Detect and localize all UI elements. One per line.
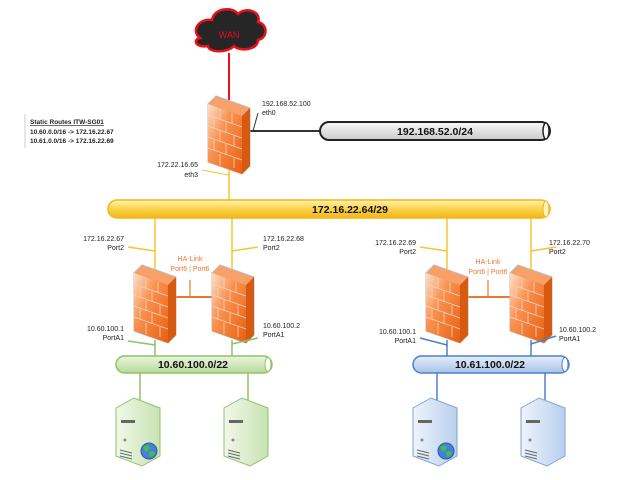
wan-label: WAN xyxy=(219,30,240,40)
wan-cloud-icon: WAN xyxy=(194,7,267,53)
cluster-b-fw1-porta1-ip: 10.60.100.1 xyxy=(379,329,416,336)
cluster-a-fw2-port2: Port2 xyxy=(263,245,280,252)
static-routes-title: Static Routes ITW-SG01 xyxy=(30,119,104,126)
site-b-web-server-icon xyxy=(412,397,458,467)
cluster-a-fw1-port2-ip: 172.16.22.67 xyxy=(83,236,124,243)
site-a-network-pipe: 10.60.100.0/22 xyxy=(115,355,273,374)
core-firewall-icon xyxy=(207,95,251,175)
cluster-b-fw2-port2-ip: 172.16.22.70 xyxy=(549,240,590,247)
eth0-ip: 192.168.52.100 xyxy=(262,101,311,108)
globe-icon xyxy=(437,442,455,460)
external-network-label: 192.168.52.0/24 xyxy=(397,126,473,138)
cluster-b-ha-link xyxy=(465,280,512,298)
eth3-label: eth3 xyxy=(184,172,198,179)
cluster-a-fw1-porta1: PortA1 xyxy=(103,335,125,342)
cluster-a-ha-title: HA-Link xyxy=(178,256,203,263)
cluster-b-fw2-porta1-ip: 10.60.100.2 xyxy=(559,327,596,334)
site-a-network-label: 10.60.100.0/22 xyxy=(158,359,228,371)
cluster-b-firewall-1-icon xyxy=(425,264,469,344)
static-route: 10.61.0.0/16 -> 172.16.22.69 xyxy=(30,138,114,145)
cluster-b-fw2-porta1: PortA1 xyxy=(559,336,581,343)
site-b-server-icon xyxy=(520,397,566,467)
cluster-a-fw2-porta1: PortA1 xyxy=(263,332,285,339)
cluster-b-fw2-port2: Port2 xyxy=(549,249,566,256)
cluster-b-firewall-2-icon xyxy=(509,264,553,344)
cluster-b-fw1-porta1: PortA1 xyxy=(395,338,417,345)
cluster-a-fw1-port2: Port2 xyxy=(107,245,124,252)
site-b-network-pipe: 10.61.100.0/22 xyxy=(412,355,570,374)
cluster-a-fw2-porta1-ip: 10.60.100.2 xyxy=(263,323,300,330)
eth3-ip: 172.22.16.65 xyxy=(157,162,198,169)
cluster-a-firewall-2-icon xyxy=(211,264,255,344)
cluster-a-fw2-port2-ip: 172.16.22.68 xyxy=(263,236,304,243)
cluster-a-fw1-porta1-ip: 10.60.100.1 xyxy=(87,326,124,333)
cluster-a-firewall-1-icon xyxy=(133,264,177,344)
cluster-b-fw1-port2: Port2 xyxy=(399,249,416,256)
cluster-a-ha-ports: Port6 | Port6 xyxy=(170,266,209,273)
transit-network-pipe: 172.16.22.64/29 xyxy=(107,199,551,219)
cluster-b-ha-ports: Port6 | Port6 xyxy=(468,269,507,276)
cluster-b-fw1-port2-ip: 172.16.22.69 xyxy=(375,240,416,247)
site-a-server-icon xyxy=(223,397,269,467)
static-route: 10.60.0.0/16 -> 172.16.22.67 xyxy=(30,129,114,136)
cluster-a-ha-link xyxy=(172,280,214,298)
external-network-pipe: 192.168.52.0/24 xyxy=(319,121,551,141)
eth0-label: eth0 xyxy=(262,110,276,117)
site-a-web-server-icon xyxy=(115,397,161,467)
site-b-network-label: 10.61.100.0/22 xyxy=(455,359,525,371)
cluster-b-ha-title: HA-Link xyxy=(476,259,501,266)
transit-network-label: 172.16.22.64/29 xyxy=(312,204,388,216)
globe-icon xyxy=(140,442,158,460)
